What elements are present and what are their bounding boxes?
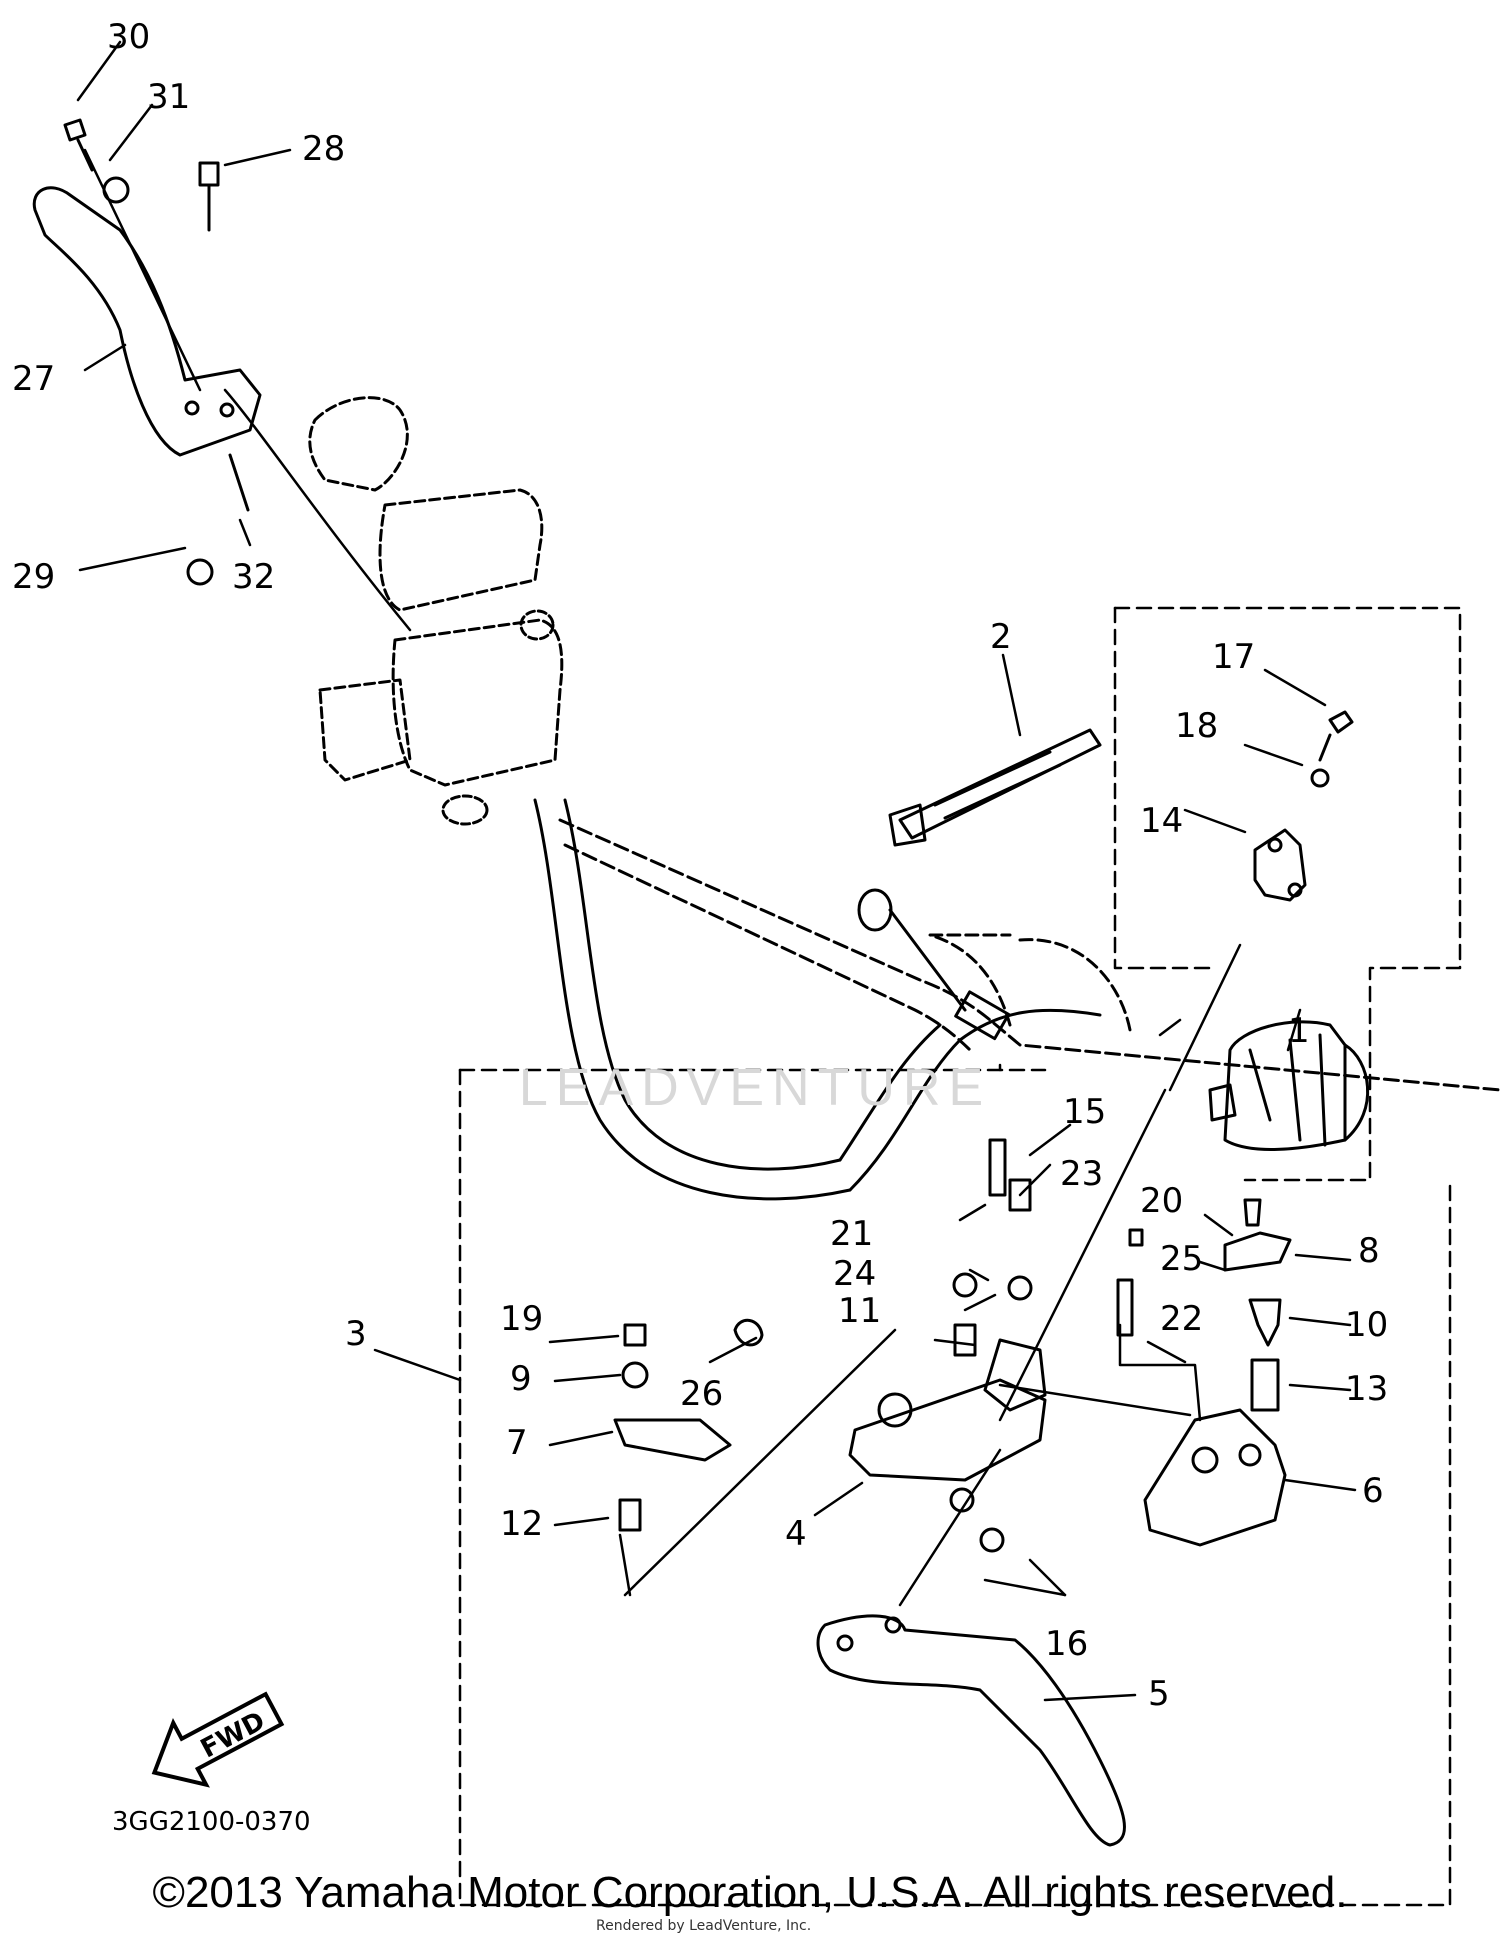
- part-4-bracket: [848, 1338, 1047, 1482]
- small-parts: [63, 118, 1292, 1553]
- switch-cable: [928, 933, 1012, 1027]
- callout-13: 13: [1345, 1369, 1388, 1409]
- callout-25: 25: [1160, 1239, 1203, 1279]
- callout-15: 15: [1063, 1092, 1106, 1132]
- callout-19: 19: [500, 1299, 543, 1339]
- diagram-code: 3GG2100-0370: [112, 1807, 311, 1837]
- copyright-notice: ©2013 Yamaha Motor Corporation, U.S.A. A…: [152, 1868, 1348, 1917]
- callout-14: 14: [1140, 801, 1183, 841]
- callout-7: 7: [506, 1423, 528, 1463]
- callout-10: 10: [1345, 1305, 1388, 1345]
- callout-11: 11: [838, 1291, 881, 1331]
- callout-24: 24: [833, 1254, 876, 1294]
- part-14-bracket: [1253, 710, 1354, 902]
- callout-2: 2: [990, 617, 1012, 657]
- callout-labels: 1 2 3 4 5 6 7 8 9 10 11 12 13 14 15 16 1…: [12, 17, 1388, 1714]
- callout-32: 32: [232, 557, 275, 597]
- callout-21: 21: [830, 1214, 873, 1254]
- part-6-switch-base: [1143, 1408, 1287, 1547]
- callout-23: 23: [1060, 1154, 1103, 1194]
- part-1-switch-housing: [1208, 1020, 1369, 1151]
- leader-lines: [76, 40, 1357, 1702]
- part-27-lever: [32, 186, 262, 457]
- callout-5: 5: [1148, 1674, 1170, 1714]
- callout-16: 16: [1045, 1624, 1088, 1664]
- dashed-connections: [83, 148, 1242, 1607]
- callout-30: 30: [107, 17, 150, 57]
- group-boxes: [458, 606, 1462, 1907]
- callout-9: 9: [510, 1359, 532, 1399]
- callout-26: 26: [680, 1374, 723, 1414]
- callout-27: 27: [12, 359, 55, 399]
- watermark-text: LEADVENTURE: [519, 1059, 991, 1117]
- callout-6: 6: [1362, 1471, 1384, 1511]
- callout-22: 22: [1160, 1299, 1203, 1339]
- callout-29: 29: [12, 557, 55, 597]
- callout-4: 4: [785, 1514, 807, 1554]
- callout-1: 1: [1288, 1011, 1310, 1051]
- callout-3: 3: [345, 1314, 367, 1354]
- callout-17: 17: [1212, 637, 1255, 677]
- handlebar: [533, 798, 1500, 1201]
- callout-18: 18: [1175, 706, 1218, 746]
- callout-12: 12: [500, 1504, 543, 1544]
- switch-lead: [857, 888, 1011, 1041]
- part-5-lever: [816, 1614, 1126, 1847]
- callout-8: 8: [1358, 1231, 1380, 1271]
- callout-28: 28: [302, 129, 345, 169]
- master-cylinder: [308, 396, 564, 826]
- callout-31: 31: [147, 77, 190, 117]
- callout-20: 20: [1140, 1181, 1183, 1221]
- fwd-arrow: FWD: [151, 1691, 285, 1788]
- rendered-by-note: Rendered by LeadVenture, Inc.: [596, 1918, 812, 1934]
- part-2-cable-tie: [888, 728, 1102, 847]
